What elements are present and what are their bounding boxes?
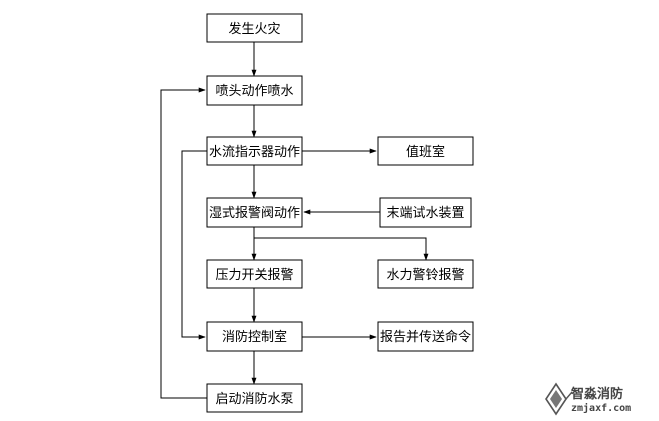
node-alarm-valve: 湿式报警阀动作 [206,197,303,228]
node-end-test-label: 末端试水装置 [386,206,464,221]
watermark-logo-icon [545,382,573,416]
node-control-room: 消防控制室 [206,321,303,352]
node-pressure-switch: 压力开关报警 [206,259,303,289]
node-pump: 启动消防水泵 [206,383,303,413]
node-sprinkler: 喷头动作喷水 [206,75,303,106]
edge-alarm-valve-to-water-bell [254,237,429,261]
node-report: 报告并传送命令 [377,321,474,352]
node-report-label: 报告并传送命令 [380,329,471,345]
node-duty-room-label: 值班室 [406,144,445,160]
flow-edges [160,42,429,399]
node-alarm-valve-label: 湿式报警阀动作 [209,205,300,221]
node-flow-indicator: 水流指示器动作 [206,136,303,166]
node-fire: 发生火灾 [206,13,303,43]
node-water-bell-label: 水力警铃报警 [386,267,464,283]
node-end-test: 末端试水装置 [379,197,472,228]
edge-flow-indicator-to-control-room [181,150,209,340]
node-pressure-switch-label: 压力开关报警 [215,267,293,283]
node-fire-label: 发生火灾 [228,21,280,37]
node-duty-room: 值班室 [377,136,474,166]
node-flow-indicator-label: 水流指示器动作 [209,145,300,160]
watermark-name: 智淼消防 [571,386,623,402]
node-pump-label: 启动消防水泵 [215,391,293,407]
node-control-room-label: 消防控制室 [222,329,287,345]
edge-pump-loop-to-sprinkler [160,87,209,399]
node-sprinkler-label: 喷头动作喷水 [215,84,293,99]
watermark-url: zmjaxf.com [571,402,631,414]
watermark: 智淼消防 zmjaxf.com [545,382,631,416]
node-water-bell: 水力警铃报警 [377,259,474,289]
